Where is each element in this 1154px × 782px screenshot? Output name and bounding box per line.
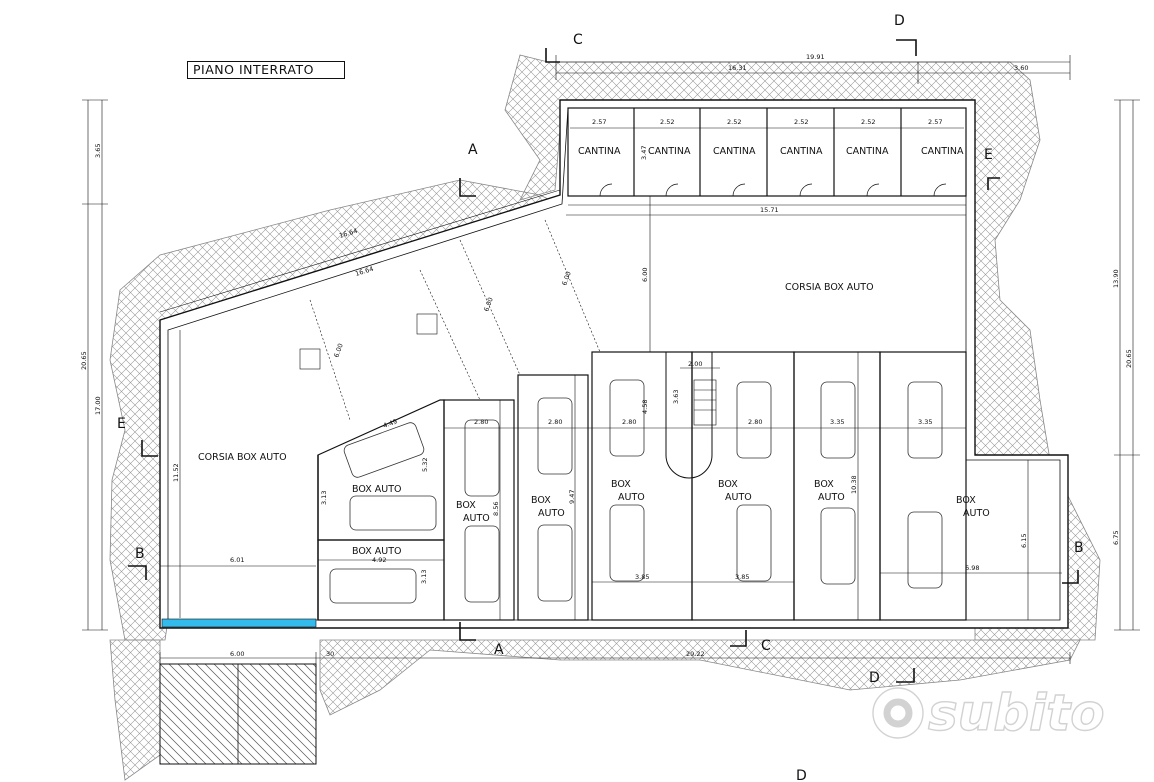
dim-2-52-a: 2.52	[660, 118, 674, 126]
cantina-1-label: CANTINA	[578, 146, 621, 157]
box-label-4: BOX	[718, 479, 738, 490]
box-auto-label-lower-left: BOX AUTO	[352, 546, 401, 557]
cantina-5-label: CANTINA	[846, 146, 889, 157]
auto-label-5: AUTO	[818, 492, 845, 503]
dim-2-80-a: 2.80	[474, 418, 488, 426]
cantine-block	[567, 107, 967, 197]
dim-19-91: 19.91	[806, 53, 825, 61]
section-d-top: D	[894, 13, 905, 29]
dim-20-65-right: 20.65	[1125, 349, 1133, 368]
dim-8-56: 8.56	[492, 502, 500, 516]
box-label-1: BOX	[456, 500, 476, 511]
dim-6-98: 6.98	[965, 564, 979, 572]
inner-wall	[167, 107, 1061, 621]
box-label-5: BOX	[814, 479, 834, 490]
cantina-6-label: CANTINA	[921, 146, 964, 157]
dim-3-65: 3.65	[94, 144, 102, 158]
dim-2-80-d: 2.80	[748, 418, 762, 426]
auto-label-3: AUTO	[618, 492, 645, 503]
dim-20-65-left: 20.65	[80, 351, 88, 370]
auto-label-6: AUTO	[963, 508, 990, 519]
box-label-2: BOX	[531, 495, 551, 506]
corsia-top-label: CORSIA BOX AUTO	[785, 282, 874, 293]
terrain-bottom	[109, 639, 161, 781]
dim-2-52-c: 2.52	[794, 118, 808, 126]
box-label-6: BOX	[956, 495, 976, 506]
cantina-2-label: CANTINA	[648, 146, 691, 157]
section-c-bottom: C	[761, 638, 771, 654]
watermark-text: subito	[928, 684, 1105, 742]
dim-4-92: 4.92	[372, 556, 386, 564]
dim-3-35-a: 3.35	[830, 418, 844, 426]
dim-6-01: 6.01	[230, 556, 244, 564]
dim-15-71: 15.71	[760, 206, 779, 214]
dim-2-00: 2.00	[688, 360, 702, 368]
section-d-extra: D	[796, 768, 807, 782]
section-b-right: B	[1074, 540, 1084, 556]
section-d-bottom: D	[869, 670, 880, 686]
cantina-4-label: CANTINA	[780, 146, 823, 157]
dim-29-22: 29.22	[686, 650, 705, 658]
section-e-right: E	[984, 147, 993, 163]
dim-3-13-b: 3.13	[420, 570, 428, 584]
cantina-3-label: CANTINA	[713, 146, 756, 157]
section-a-top: A	[468, 142, 478, 158]
dim-9-47: 9.47	[568, 490, 576, 504]
dim-2-57-b: 2.57	[928, 118, 942, 126]
terrain-bottom-right	[319, 639, 1081, 716]
dim-3-85-a: 3.85	[635, 573, 649, 581]
dim-30: 30	[326, 650, 334, 658]
auto-label-1: AUTO	[463, 513, 490, 524]
dim-3-60: 3.60	[1014, 64, 1028, 72]
dim-4-58: 4.58	[641, 400, 649, 414]
dim-2-52-d: 2.52	[861, 118, 875, 126]
dim-13-90: 13.90	[1112, 269, 1120, 288]
dim-5-32: 5.32	[421, 458, 429, 472]
dim-3-47: 3.47	[640, 146, 648, 160]
garage-boxes	[317, 351, 967, 621]
dim-6-75: 6.75	[1112, 531, 1120, 545]
section-a-bottom: A	[494, 642, 504, 658]
auto-label-4: AUTO	[725, 492, 752, 503]
dim-3-35-b: 3.35	[918, 418, 932, 426]
dim-17-00: 17.00	[94, 396, 102, 415]
section-c-top: C	[573, 32, 583, 48]
auto-label-2: AUTO	[538, 508, 565, 519]
page-title: PIANO INTERRATO	[187, 61, 345, 79]
dim-2-57-a: 2.57	[592, 118, 606, 126]
dim-2-52-b: 2.52	[727, 118, 741, 126]
subito-logo: subito	[872, 683, 1105, 743]
dim-6-00-e: 6.00	[230, 650, 244, 658]
box-auto-label-upper-left: BOX AUTO	[352, 484, 401, 495]
section-b-left: B	[135, 546, 145, 562]
dim-2-80-c: 2.80	[622, 418, 636, 426]
dim-3-13-a: 3.13	[320, 491, 328, 505]
entrance-strip	[161, 618, 317, 628]
dim-11-52: 11.52	[172, 463, 180, 482]
corsia-left-label: CORSIA BOX AUTO	[198, 452, 287, 463]
section-markers	[128, 39, 1079, 683]
box-label-3: BOX	[611, 479, 631, 490]
section-e-left: E	[117, 416, 126, 432]
dim-3-85-b: 3.85	[735, 573, 749, 581]
dim-16-31: 16.31	[728, 64, 747, 72]
dim-10-38: 10.38	[850, 475, 858, 494]
dimension-lines	[82, 55, 1140, 664]
dim-3-63: 3.63	[672, 390, 680, 404]
car-symbols	[329, 379, 943, 604]
dim-6-15: 6.15	[1020, 534, 1028, 548]
dim-6-00-a: 6.00	[641, 268, 649, 282]
dim-2-80-b: 2.80	[548, 418, 562, 426]
